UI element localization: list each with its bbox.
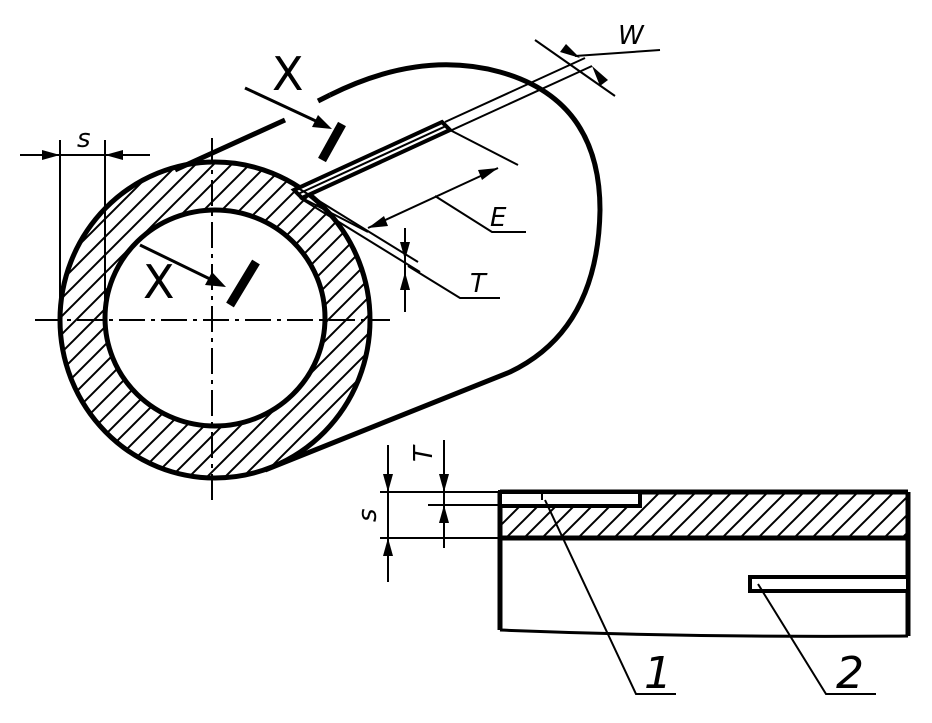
- dimension-w: W: [444, 21, 661, 131]
- callout-1-label: 1: [644, 648, 672, 699]
- callout-1: 1: [544, 499, 676, 699]
- callout-2: 2: [757, 583, 876, 699]
- section-mark-top-label: X: [272, 47, 304, 101]
- pipe-far-outline: [264, 62, 603, 473]
- dimension-e: E: [301, 129, 526, 233]
- pipe-view: [35, 62, 603, 500]
- dimension-w-label: W: [618, 21, 645, 51]
- section-view: [497, 489, 911, 638]
- dimension-s-label: s: [77, 124, 91, 154]
- dimension-t-pipe: T: [297, 187, 500, 312]
- pipe-wall-section: [57, 159, 373, 481]
- dimension-t-section: T: [409, 440, 500, 548]
- section-mark-inner: X: [139, 243, 260, 309]
- section-mark-inner-label: X: [143, 255, 175, 309]
- section-t-label: T: [409, 444, 439, 462]
- section-s-label: s: [353, 508, 383, 522]
- callout-2-label: 2: [836, 648, 864, 699]
- dimension-t-label: T: [470, 269, 488, 299]
- dimension-s-section: s: [353, 445, 500, 582]
- dimension-s-pipe: s: [20, 124, 150, 320]
- pipe-top-line-b: [316, 92, 332, 104]
- dimension-e-label: E: [490, 203, 507, 233]
- section-mark-top: X: [244, 47, 346, 163]
- slot-outline: [290, 119, 454, 201]
